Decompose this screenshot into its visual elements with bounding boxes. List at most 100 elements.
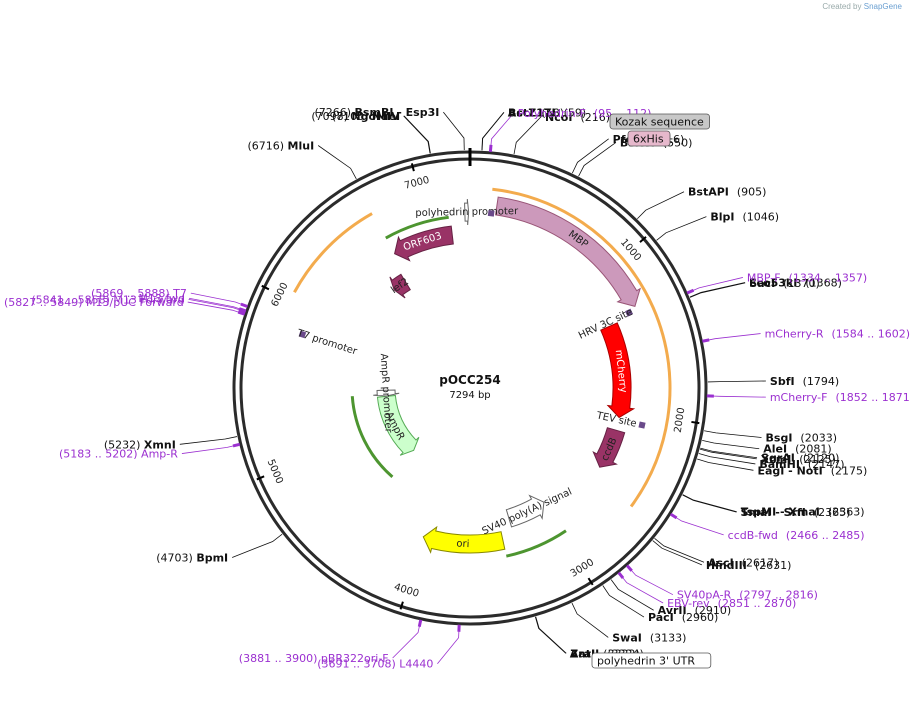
enzyme-label-eagi-noti[interactable]: EagI - NotI(2175)	[757, 464, 867, 477]
leader-smai-srfi	[682, 494, 737, 513]
enzyme-label-blpi[interactable]: BlpI (1046)	[710, 211, 779, 224]
primer-name: EBV-rev	[667, 597, 710, 610]
tick-mark-4000	[399, 601, 404, 610]
feature-t7-promoter[interactable]	[298, 330, 307, 339]
plasmid-size: 7294 bp	[449, 390, 490, 401]
enzyme-label-xmni[interactable]: (5232) XmnI	[104, 438, 176, 451]
enzyme-label-acci[interactable]: AccI(58)	[508, 106, 564, 119]
enzyme-name: BlpI	[710, 211, 734, 224]
enzyme-label-swai[interactable]: SwaI(3133)	[612, 631, 686, 644]
enzyme-label-sgrai[interactable]: SgrAI(2120)	[761, 452, 839, 465]
enzyme-label-mlui[interactable]: (6716) MluI	[247, 140, 314, 153]
enzyme-range: (2960)	[682, 611, 719, 624]
enzyme-label-bstapi[interactable]: BstAPI(905)	[688, 186, 766, 199]
enzyme-range: (7266)	[314, 106, 354, 119]
enzyme-label-bstz17i[interactable]: BstZ17I(59)	[508, 106, 586, 119]
enzyme-label-avrii[interactable]: AvrII(2910)	[658, 604, 731, 617]
primer-label-ebv-rev[interactable]: EBV-rev(2851 .. 2870)	[667, 597, 796, 610]
feature-ccdb[interactable]	[592, 427, 626, 468]
enzyme-name: XcmI	[761, 453, 792, 466]
enzyme-range: (1794)	[803, 375, 840, 388]
feature-ampr-promoter[interactable]	[373, 389, 400, 397]
feature-lef2[interactable]	[389, 273, 411, 299]
enzyme-label-bsgi[interactable]: BsgI (2033)	[766, 432, 837, 445]
primer-label-m13-fwd[interactable]: M13 fwd	[138, 292, 185, 305]
enzyme-name: MluI	[288, 140, 315, 153]
enzyme-label-paci[interactable]: PacI (2960)	[648, 611, 718, 624]
boxed-polyhedrin-3-utr[interactable]	[591, 652, 712, 669]
leader-eagi-noti	[697, 458, 754, 471]
enzyme-label-saci[interactable]: SacI(1370)	[749, 277, 820, 290]
tick-mark-7000	[410, 163, 415, 172]
leader-swai	[571, 602, 609, 638]
enzyme-label-asci[interactable]: AscI(2617)	[708, 556, 778, 569]
primer-label-sv40pa-r[interactable]: SV40pA-R(2797 .. 2816)	[677, 589, 818, 602]
enzyme-range: (4703)	[156, 551, 196, 564]
enzyme-range: (58)	[541, 106, 564, 119]
leader-sgrai	[700, 447, 758, 459]
feature-ampr[interactable]	[376, 394, 420, 456]
boxed-kozak-sequence[interactable]	[609, 113, 710, 130]
primer-label-l4440[interactable]: (3691 .. 3708) L4440	[317, 658, 433, 671]
feature-tev-site[interactable]	[638, 421, 646, 429]
leader-bstz17i	[481, 112, 505, 151]
enzyme-label-tspmi-xmai[interactable]: TspMI - XmaI(2363)	[741, 506, 865, 519]
enzyme-label-xcmi[interactable]: XcmI(2125)	[761, 453, 836, 466]
enzyme-label-hindiii[interactable]: HindIII(2631)	[706, 559, 792, 572]
primer-name: Amp-R	[141, 448, 178, 461]
feature-mcherry[interactable]	[600, 322, 636, 419]
enzyme-label-smai-srfi[interactable]: SmaI - SrfI(2365)	[741, 506, 851, 519]
enzyme-range: (3133)	[650, 631, 687, 644]
feature-polyhedrin-promoter[interactable]	[464, 198, 470, 226]
feature-sv40-poly-a-signal[interactable]	[505, 494, 545, 528]
enzyme-range: (7100)	[332, 110, 372, 123]
primer-label-m13-forward[interactable]: (5841 .. 5858) M13 Forward	[31, 293, 184, 306]
primer-label-ccdb-fwd[interactable]: ccdB-fwd(2466 .. 2485)	[728, 529, 865, 542]
enzyme-label-sbfi[interactable]: SbfI(1794)	[770, 375, 839, 388]
boxed-6xhis[interactable]	[627, 130, 671, 147]
feature-mbp[interactable]	[494, 196, 641, 307]
feature-6xhis[interactable]	[487, 209, 495, 217]
enzyme-name: BstAPI	[688, 186, 729, 199]
feature-orf603[interactable]	[394, 225, 454, 262]
tick-mark-2000	[691, 420, 700, 425]
primer-label-mcherry-f[interactable]: mCherry-F(1852 .. 1871)	[770, 391, 910, 404]
primer-label-amp-r[interactable]: (5183 .. 5202) Amp-R	[59, 448, 178, 461]
leader-bpmi	[232, 533, 283, 558]
primer-site-t7	[240, 302, 248, 308]
feature-label-mcherry: mCherry	[613, 349, 629, 393]
enzyme-label-alei[interactable]: AleI(2081)	[763, 443, 831, 456]
boxed-label-polyhedrin-3-utr: polyhedrin 3' UTR	[597, 655, 695, 668]
enzyme-label-ncoi[interactable]: NcoI(216)	[545, 111, 610, 124]
primer-label-pbr322ori-f[interactable]: (3881 .. 3900) pBR322ori-F	[239, 652, 389, 665]
enzyme-name: BsgI	[766, 432, 793, 445]
primer-name: mCherry-F	[770, 391, 828, 404]
leader-aatii	[534, 616, 567, 654]
primer-label-t7[interactable]: (5869 .. 5888) T7	[91, 287, 187, 300]
enzyme-range: (1046)	[743, 211, 780, 224]
enzyme-label-naei[interactable]: (7100) NaeI	[332, 110, 400, 123]
enzyme-name: AleI	[763, 443, 787, 456]
leader-m13-puc-forward	[187, 301, 244, 315]
primer-range: (3691 .. 3708)	[317, 658, 399, 671]
boxed-label-6xhis: 6xHis	[633, 133, 664, 146]
enzyme-name: ZraI	[570, 647, 595, 660]
enzyme-name: PacI	[648, 611, 674, 624]
enzyme-range: (2033)	[800, 432, 837, 445]
enzyme-name: HindIII	[706, 559, 747, 572]
feature-hrv-3c-site[interactable]	[625, 308, 634, 317]
primer-label-mcherry-r[interactable]: mCherry-R(1584 .. 1602)	[765, 328, 910, 341]
primer-label-mbp-f[interactable]: MBP-F(1334 .. 1357)	[747, 271, 867, 284]
enzyme-label-bpmi[interactable]: (4703) BpmI	[156, 551, 228, 564]
enzyme-label-bamhi[interactable]: BamHI(2147)	[759, 458, 844, 471]
primer-name: T7	[172, 287, 187, 300]
feature-ori[interactable]	[422, 525, 506, 554]
enzyme-label-eco53ki[interactable]: Eco53kI(1368)	[749, 276, 842, 289]
primer-range: (5183 .. 5202)	[59, 448, 141, 461]
primer-label-m13-puc-forward[interactable]: (5827 .. 5849) M13/pUC Forward	[4, 296, 184, 309]
enzyme-label-ngomiv[interactable]: (7098) NgoMIV	[311, 110, 400, 123]
leader-asci	[654, 537, 705, 563]
backbone-arc-left	[293, 212, 373, 293]
enzyme-label-bsmbi-esp3i[interactable]: (7266) BsmBI - Esp3I	[314, 106, 439, 119]
